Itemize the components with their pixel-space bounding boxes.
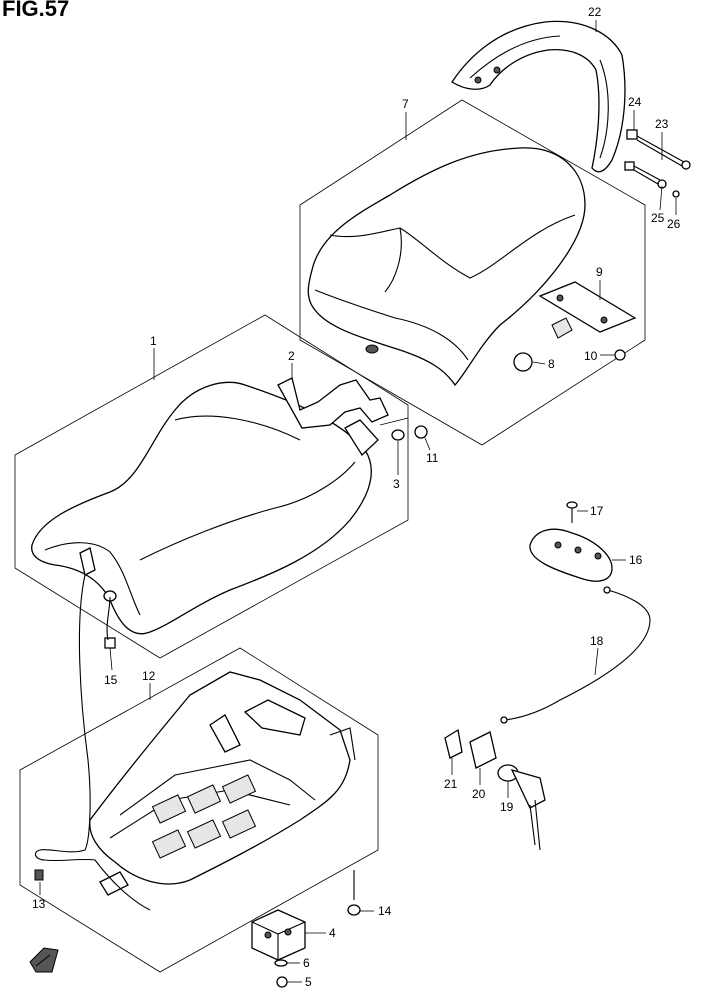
callout-13: 13 xyxy=(32,897,46,911)
callout-2: 2 xyxy=(288,349,295,363)
tail-cover-fasteners xyxy=(624,129,691,198)
callout-24: 24 xyxy=(628,95,642,109)
callout-20: 20 xyxy=(472,787,486,801)
group-box-front-seat xyxy=(14,314,409,659)
callout-25: 25 xyxy=(651,211,665,225)
leader-lines xyxy=(39,20,677,983)
seat-lock-cable-lower xyxy=(34,574,151,911)
seat-lock-part xyxy=(529,501,613,582)
rear-seat-part xyxy=(307,147,586,387)
callout-19: 19 xyxy=(500,800,514,814)
figure-title: FIG.57 xyxy=(2,0,69,21)
callout-14: 14 xyxy=(378,904,392,918)
callout-1: 1 xyxy=(150,334,157,348)
clip-part xyxy=(34,869,44,881)
callout-23: 23 xyxy=(655,117,669,131)
callout-11: 11 xyxy=(426,451,439,465)
callout-8: 8 xyxy=(548,357,555,371)
callout-9: 9 xyxy=(596,265,603,279)
callout-7: 7 xyxy=(402,97,409,111)
seat-lock-cable-part xyxy=(504,589,651,721)
callout-15: 15 xyxy=(104,673,118,687)
front-seat-bracket-part xyxy=(277,377,389,457)
tail-cover-part xyxy=(451,20,626,173)
callout-labels: 22 7 24 23 25 26 9 8 10 1 2 3 11 15 12 1… xyxy=(32,5,681,989)
callout-16: 16 xyxy=(629,553,643,567)
callout-12: 12 xyxy=(142,669,156,683)
group-box-rear-seat xyxy=(299,99,646,446)
base-bolt-part xyxy=(347,870,361,916)
damper-box-part xyxy=(251,909,306,988)
callout-4: 4 xyxy=(329,926,336,940)
callout-6: 6 xyxy=(303,956,310,970)
group-box-seat-base xyxy=(19,647,379,973)
callout-22: 22 xyxy=(588,5,602,19)
seat-bracket-part xyxy=(513,281,637,372)
callout-10: 10 xyxy=(584,349,598,363)
callout-21: 21 xyxy=(444,777,458,791)
callout-17: 17 xyxy=(590,504,604,518)
key-lock-part xyxy=(444,728,546,851)
callout-18: 18 xyxy=(590,634,604,648)
callout-3: 3 xyxy=(393,477,400,491)
callout-26: 26 xyxy=(667,217,681,231)
callout-5: 5 xyxy=(305,975,312,989)
front-arrow-icon xyxy=(29,947,59,973)
seat-base-part xyxy=(89,671,356,896)
